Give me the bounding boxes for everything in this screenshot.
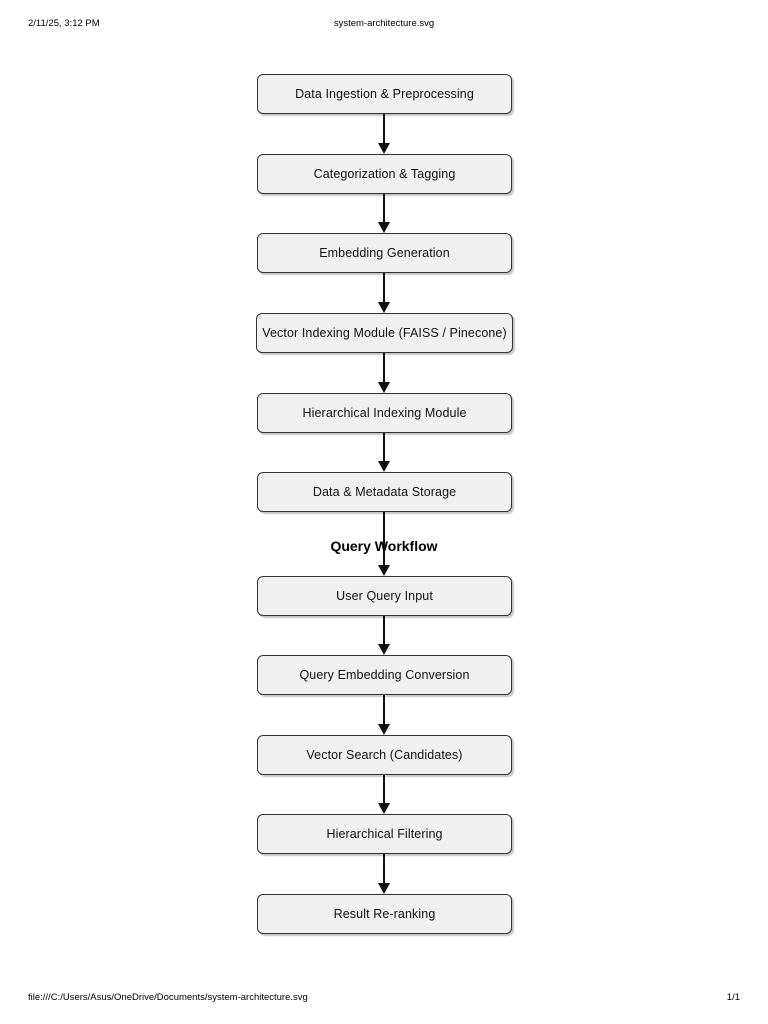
arrow-head-icon bbox=[377, 302, 390, 313]
arrow-shaft bbox=[382, 194, 386, 224]
flow-node: Query Embedding Conversion bbox=[257, 655, 512, 695]
arrow-shaft bbox=[382, 273, 386, 304]
flow-node: Hierarchical Indexing Module bbox=[257, 393, 512, 433]
arrow-head-icon bbox=[377, 803, 390, 814]
flow-node: Vector Indexing Module (FAISS / Pinecone… bbox=[256, 313, 513, 353]
flow-arrow bbox=[376, 433, 392, 472]
arrow-shaft bbox=[382, 353, 386, 384]
print-footer-page-number: 1/1 bbox=[726, 992, 740, 1003]
arrow-head-icon bbox=[377, 883, 390, 894]
arrow-shaft bbox=[382, 433, 386, 463]
flow-arrow bbox=[376, 353, 392, 393]
flow-node: Result Re-ranking bbox=[257, 894, 512, 934]
arrow-shaft bbox=[382, 854, 386, 885]
flow-node-label: Categorization & Tagging bbox=[313, 166, 456, 181]
flow-node: Data Ingestion & Preprocessing bbox=[257, 74, 512, 114]
flow-node-label: Query Embedding Conversion bbox=[299, 667, 470, 682]
arrow-shaft bbox=[382, 512, 386, 567]
flow-node: User Query Input bbox=[257, 576, 512, 616]
flow-arrow bbox=[376, 114, 392, 154]
flow-node-label: Data Ingestion & Preprocessing bbox=[295, 86, 474, 101]
arrow-head-icon bbox=[377, 382, 390, 393]
flow-node: Vector Search (Candidates) bbox=[257, 735, 512, 775]
flow-node-label: Embedding Generation bbox=[319, 245, 450, 260]
print-footer: file:///C:/Users/Asus/OneDrive/Documents… bbox=[0, 990, 768, 1006]
flow-arrow bbox=[376, 695, 392, 735]
arrow-head-icon bbox=[377, 724, 390, 735]
print-header-date: 2/11/25, 3:12 PM bbox=[28, 18, 100, 29]
section-label-query-workflow: Query Workflow bbox=[330, 538, 438, 554]
print-footer-url: file:///C:/Users/Asus/OneDrive/Documents… bbox=[28, 992, 308, 1003]
flow-node-label: Vector Search (Candidates) bbox=[306, 747, 463, 762]
flow-node: Hierarchical Filtering bbox=[257, 814, 512, 854]
flow-node-label: User Query Input bbox=[336, 588, 433, 603]
print-header: 2/11/25, 3:12 PM system-architecture.svg bbox=[0, 16, 768, 32]
arrow-head-icon bbox=[377, 461, 390, 472]
flow-arrow bbox=[376, 194, 392, 233]
flow-node: Data & Metadata Storage bbox=[257, 472, 512, 512]
arrow-shaft bbox=[382, 616, 386, 646]
flow-node-label: Hierarchical Filtering bbox=[326, 826, 443, 841]
flow-node: Embedding Generation bbox=[257, 233, 512, 273]
arrow-head-icon bbox=[377, 565, 390, 576]
flow-node-label: Vector Indexing Module (FAISS / Pinecone… bbox=[262, 325, 507, 340]
flow-arrow bbox=[376, 616, 392, 655]
arrow-head-icon bbox=[377, 644, 390, 655]
flow-node-label: Data & Metadata Storage bbox=[312, 484, 457, 499]
arrow-head-icon bbox=[377, 222, 390, 233]
flow-arrow bbox=[376, 512, 392, 576]
print-header-title: system-architecture.svg bbox=[333, 18, 435, 29]
flow-node-label: Result Re-ranking bbox=[333, 906, 436, 921]
arrow-shaft bbox=[382, 695, 386, 726]
arrow-head-icon bbox=[377, 143, 390, 154]
flow-arrow bbox=[376, 854, 392, 894]
flow-arrow bbox=[376, 273, 392, 313]
arrow-shaft bbox=[382, 775, 386, 805]
arrow-shaft bbox=[382, 114, 386, 145]
flow-arrow bbox=[376, 775, 392, 814]
flow-node: Categorization & Tagging bbox=[257, 154, 512, 194]
flow-node-label: Hierarchical Indexing Module bbox=[302, 405, 467, 420]
